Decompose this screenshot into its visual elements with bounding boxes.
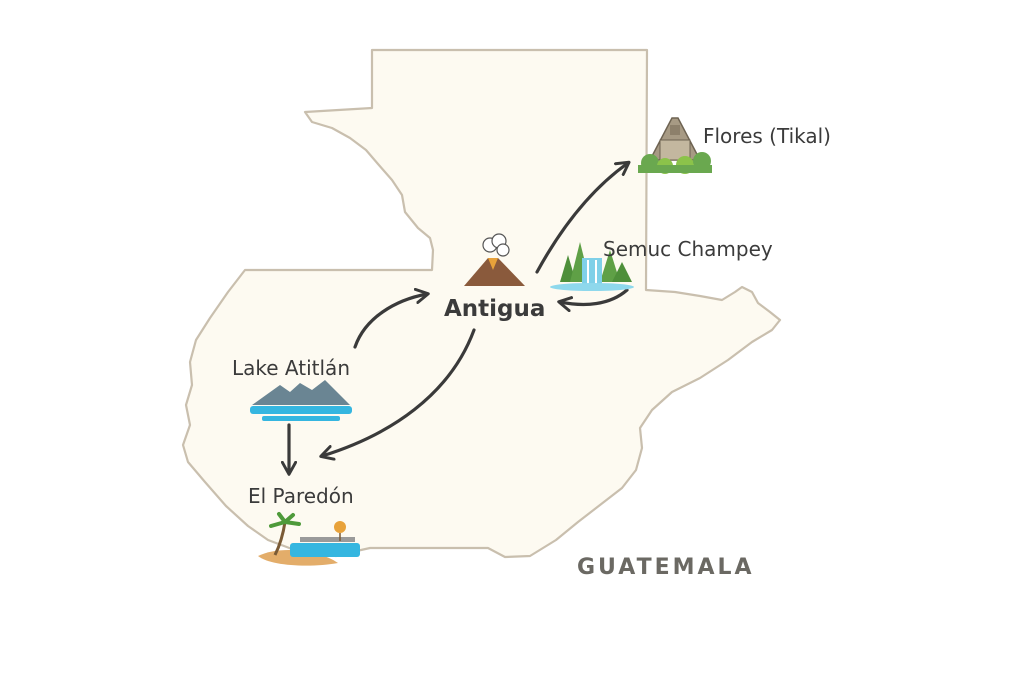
label-lake-atitlan[interactable]: Lake Atitlán (232, 356, 350, 380)
country-label: GUATEMALA (577, 555, 755, 580)
route-atitlan-antigua (353, 294, 427, 349)
route-antigua-flores (535, 163, 628, 274)
beach-palm-icon (258, 512, 360, 566)
mayan-temple-icon (638, 117, 712, 174)
label-antigua[interactable]: Antigua (444, 296, 545, 322)
label-semuc-champey[interactable]: Semuc Champey (603, 237, 773, 261)
route-semuc-antigua (560, 288, 629, 304)
volcano-icon (464, 233, 525, 286)
route-antigua-paredon (322, 328, 476, 456)
lake-mountains-icon (250, 380, 352, 421)
label-flores[interactable]: Flores (Tikal) (703, 124, 831, 148)
waterfall-icon (550, 242, 634, 291)
label-el-paredon[interactable]: El Paredón (248, 484, 354, 508)
